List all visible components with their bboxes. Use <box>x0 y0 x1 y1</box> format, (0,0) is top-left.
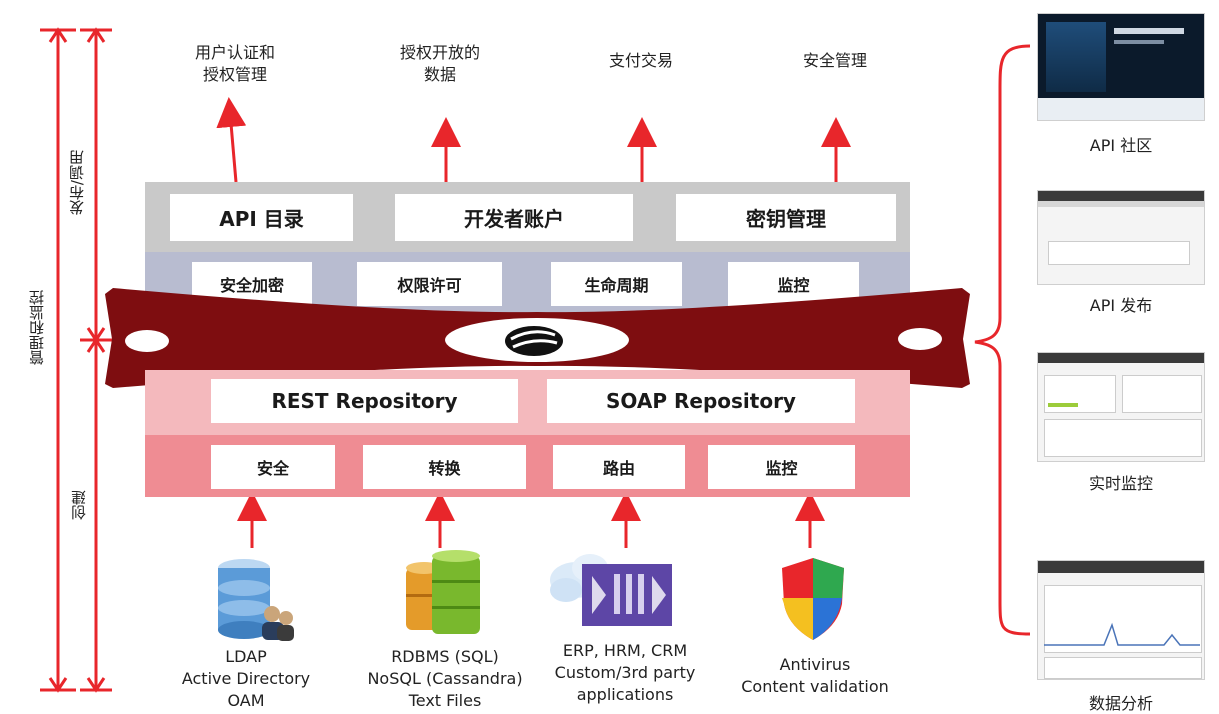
source-ldap-line2: Active Directory <box>181 669 311 688</box>
source-ldap-line1: LDAP <box>225 647 267 666</box>
api-publish-form <box>1048 241 1190 265</box>
portal-api-catalog: API 目录 <box>170 194 353 241</box>
realtime-monitor-table <box>1044 419 1202 457</box>
source-rdbms-caption: RDBMS (SQL) NoSQL (Cassandra) Text Files <box>345 646 545 712</box>
rdbms-database-icon <box>406 550 480 634</box>
api-publish-thumbnail <box>1037 190 1205 285</box>
data-analysis-sparkline <box>1044 622 1200 646</box>
source-rdbms-line3: Text Files <box>408 691 482 710</box>
output-auth-line1: 用户认证和 <box>194 43 275 62</box>
output-auth: 用户认证和 授权管理 <box>160 42 310 86</box>
source-antivirus-line2: Content validation <box>741 677 889 696</box>
gateway-routing: 路由 <box>553 445 685 489</box>
data-analysis-chart-area <box>1044 585 1202 653</box>
source-rdbms-line1: RDBMS (SQL) <box>391 647 499 666</box>
realtime-monitor-panel-left <box>1044 375 1116 413</box>
gateway-logo-icon <box>505 326 563 356</box>
ldap-database-icon <box>218 559 294 641</box>
api-community-heading <box>1114 28 1184 34</box>
source-erp-line1: ERP, HRM, CRM <box>562 641 688 660</box>
portal-key-management: 密钥管理 <box>676 194 896 241</box>
api-community-thumbnail <box>1037 13 1205 121</box>
source-erp-line2: Custom/3rd party <box>554 663 696 682</box>
data-analysis-topbar <box>1038 561 1204 573</box>
policy-lifecycle: 生命周期 <box>551 262 682 306</box>
source-rdbms-line2: NoSQL (Cassandra) <box>367 669 523 688</box>
right-label-publish: API 发布 <box>1089 296 1153 315</box>
api-publish-topbar <box>1038 191 1204 201</box>
source-ldap-line3: OAM <box>227 691 265 710</box>
realtime-monitor-thumbnail <box>1037 352 1205 462</box>
gateway-monitor: 监控 <box>708 445 855 489</box>
realtime-monitor-status-bar <box>1048 403 1078 407</box>
api-community-tiles <box>1038 98 1204 120</box>
realtime-monitor-topbar <box>1038 353 1204 363</box>
output-security-line1: 安全管理 <box>802 51 867 70</box>
data-analysis-table <box>1044 657 1202 679</box>
api-community-banner <box>1046 22 1106 92</box>
right-label-community: API 社区 <box>1089 136 1153 155</box>
source-antivirus-line1: Antivirus <box>779 655 851 674</box>
right-label-realtime: 实时监控 <box>1088 474 1153 493</box>
output-data: 授权开放的 数据 <box>365 42 515 86</box>
output-payment-line1: 支付交易 <box>608 51 673 70</box>
api-publish-tabbar <box>1038 201 1204 207</box>
source-ldap-caption: LDAP Active Directory OAM <box>166 646 326 712</box>
rest-repository: REST Repository <box>211 379 518 423</box>
create-label: 创建 <box>70 490 88 520</box>
policy-permission: 权限许可 <box>357 262 502 306</box>
antivirus-shield-icon <box>782 558 844 640</box>
source-antivirus-caption: Antivirus Content validation <box>735 654 895 698</box>
output-security: 安全管理 <box>760 50 910 72</box>
publish-invoke-label: 发布/调用 <box>68 150 86 216</box>
realtime-monitor-panel-right <box>1122 375 1202 413</box>
soap-repository: SOAP Repository <box>547 379 855 423</box>
data-analysis-thumbnail <box>1037 560 1205 680</box>
manage-monitor-label: 管理和监控 <box>28 290 46 365</box>
source-erp-line3: applications <box>576 685 674 704</box>
right-label-analysis: 数据分析 <box>1088 694 1153 713</box>
portal-developer-account: 开发者账户 <box>395 194 633 241</box>
api-community-subheading <box>1114 40 1164 44</box>
gateway-security: 安全 <box>211 445 335 489</box>
gateway-transform: 转换 <box>363 445 526 489</box>
output-data-line2: 数据 <box>423 65 456 84</box>
source-erp-caption: ERP, HRM, CRM Custom/3rd party applicati… <box>540 640 710 706</box>
erp-cloud-icon <box>550 554 672 626</box>
output-auth-line2: 授权管理 <box>202 65 267 84</box>
output-data-line1: 授权开放的 <box>399 43 480 62</box>
output-payment: 支付交易 <box>566 50 716 72</box>
